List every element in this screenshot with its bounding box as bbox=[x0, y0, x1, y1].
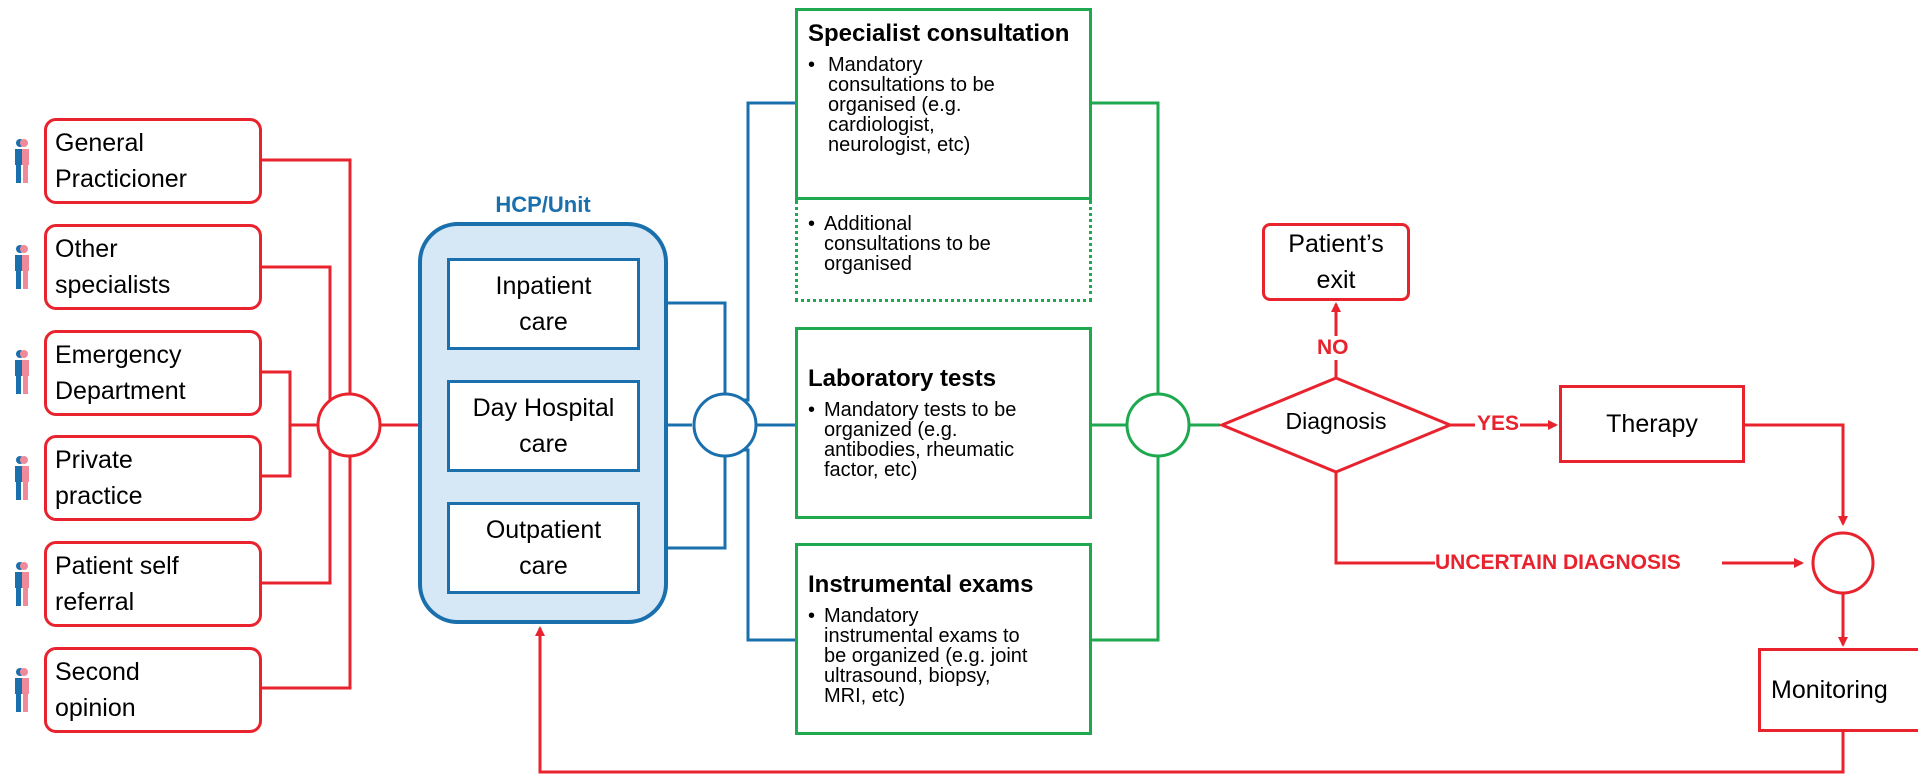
bullet-dot: • bbox=[808, 399, 816, 421]
source-label: Second opinion bbox=[55, 658, 140, 722]
bullet-dot: • bbox=[808, 213, 816, 235]
specialist-additional-text: Additional consultations to be organised bbox=[824, 213, 991, 275]
person-icon bbox=[15, 668, 29, 712]
therapy-box: Therapy bbox=[1559, 385, 1745, 463]
patients-exit-box: Patient’s exit bbox=[1262, 223, 1410, 301]
uncertain-diagnosis-label: UNCERTAIN DIAGNOSIS bbox=[1435, 551, 1681, 574]
monitoring-label: Monitoring bbox=[1771, 676, 1888, 704]
monitoring-box: Monitoring bbox=[1758, 648, 1918, 732]
source-label: Other specialists bbox=[55, 235, 171, 299]
source-label: Private practice bbox=[55, 446, 143, 510]
person-icon bbox=[15, 562, 29, 606]
source-general-practicioner: General Practicioner bbox=[44, 118, 262, 204]
no-label: NO bbox=[1317, 336, 1349, 359]
unit-label: Outpatient care bbox=[485, 516, 602, 580]
therapy-label: Therapy bbox=[1606, 410, 1698, 438]
person-icon bbox=[15, 245, 29, 289]
laboratory-bullet: • Mandatory tests to be organized (e.g. … bbox=[808, 400, 1079, 480]
source-private-practice: Private practice bbox=[44, 435, 262, 521]
junction-monitoring bbox=[1811, 531, 1875, 595]
specialist-mandatory-text: Mandatory consultations to be organised … bbox=[828, 54, 995, 156]
laboratory-tests-box: Laboratory tests • Mandatory tests to be… bbox=[795, 327, 1092, 519]
person-icon bbox=[15, 456, 29, 500]
instrumental-text: Mandatory instrumental exams to be organ… bbox=[824, 605, 1028, 707]
person-icons bbox=[15, 139, 29, 712]
unit-inpatient-care: Inpatient care bbox=[447, 258, 640, 350]
unit-label: Day Hospital care bbox=[472, 394, 615, 458]
patients-exit-label: Patient’s exit bbox=[1288, 230, 1384, 294]
specialist-additional-box: • Additional consultations to be organis… bbox=[795, 200, 1092, 302]
bullet-dot: • bbox=[808, 54, 816, 76]
specialist-additional-bullet: • Additional consultations to be organis… bbox=[808, 214, 1079, 274]
laboratory-tests-title: Laboratory tests bbox=[808, 365, 997, 392]
specialist-consultation-box: Specialist consultation • Mandatory cons… bbox=[795, 8, 1092, 200]
instrumental-exams-box: Instrumental exams • Mandatory instrumen… bbox=[795, 543, 1092, 735]
instrumental-exams-title: Instrumental exams bbox=[808, 571, 1034, 598]
source-label: General Practicioner bbox=[55, 129, 187, 193]
source-label: Patient self referral bbox=[55, 552, 179, 616]
diagnosis-label: Diagnosis bbox=[1285, 408, 1387, 434]
unit-label: Inpatient care bbox=[495, 272, 592, 336]
laboratory-text: Mandatory tests to be organized (e.g. an… bbox=[824, 399, 1017, 481]
unit-day-hospital-care: Day Hospital care bbox=[447, 380, 640, 472]
source-other-specialists: Other specialists bbox=[44, 224, 262, 310]
bullet-dot: • bbox=[808, 605, 816, 627]
source-label: Emergency Department bbox=[55, 341, 186, 405]
person-icon bbox=[15, 139, 29, 183]
junction-units bbox=[692, 392, 758, 458]
yes-label: YES bbox=[1477, 412, 1520, 435]
person-icon bbox=[15, 350, 29, 394]
specialist-consultation-title: Specialist consultation bbox=[808, 20, 1070, 47]
source-patient-self-referral: Patient self referral bbox=[44, 541, 262, 627]
junction-tests bbox=[1125, 392, 1191, 458]
specialist-mandatory-bullet: • Mandatory consultations to be organise… bbox=[808, 55, 1079, 155]
hcp-unit-title: HCP/Unit bbox=[495, 192, 591, 217]
junction-sources bbox=[316, 392, 382, 458]
instrumental-bullet: • Mandatory instrumental exams to be org… bbox=[808, 606, 1079, 706]
decision-connectors bbox=[535, 302, 1848, 774]
source-second-opinion: Second opinion bbox=[44, 647, 262, 733]
unit-outpatient-care: Outpatient care bbox=[447, 502, 640, 594]
source-connectors bbox=[260, 158, 418, 690]
test-connectors bbox=[1092, 101, 1220, 642]
source-emergency-department: Emergency Department bbox=[44, 330, 262, 416]
